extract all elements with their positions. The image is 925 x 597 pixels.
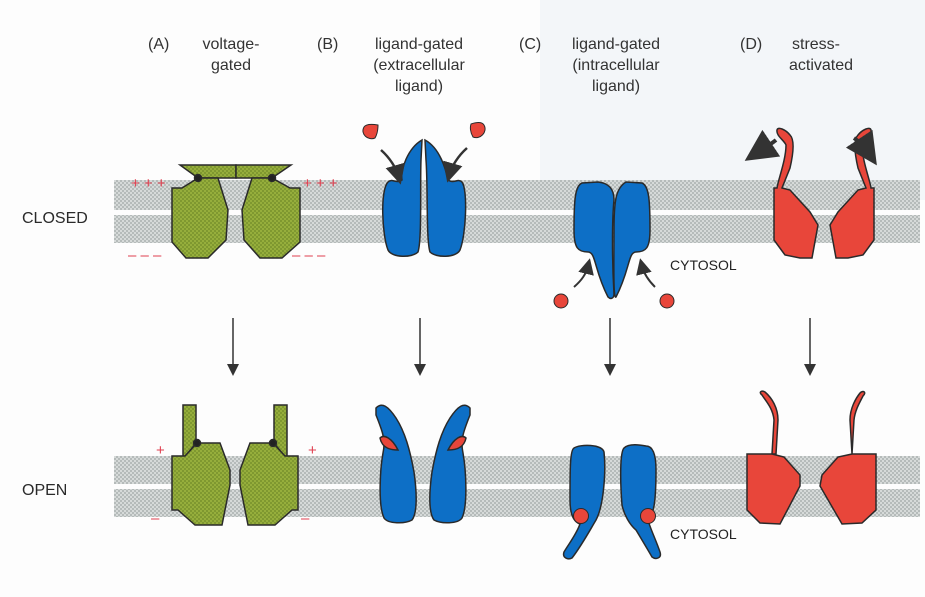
panel-d-line1: stress- (792, 36, 840, 53)
stress-activated-channel-open (746, 390, 877, 525)
panel-b-tag: (B) (317, 36, 339, 53)
binding-arrow-right (443, 147, 468, 183)
intracellular-ligand (553, 293, 675, 309)
binding-arrow-left-c (573, 258, 594, 288)
panel-a-line1: voltage- (202, 36, 260, 53)
panel-c-tag: (C) (519, 36, 542, 53)
panel-c-line1: ligand-gated (571, 36, 661, 53)
panel-d-line2: activated (788, 57, 854, 74)
charge-closed-bottom-right: – – – (292, 247, 326, 264)
panel-b-line2: (extracellular (373, 57, 465, 74)
cytosol-label-closed: CYTOSOL (670, 257, 737, 273)
panel-c-line3: ligand) (591, 78, 641, 95)
panel-a-line2: gated (210, 57, 252, 74)
cytosol-label-open: CYTOSOL (670, 526, 737, 542)
open-state-label: OPEN (22, 482, 68, 499)
binding-arrow-right-c (636, 258, 656, 288)
voltage-gated-channel-closed (171, 164, 301, 259)
panel-c-line2: (intracellular (572, 57, 660, 74)
charge-closed-top-left: + + + (131, 175, 166, 192)
binding-arrow-left (380, 149, 405, 185)
panel-a-tag: (A) (148, 36, 170, 53)
panel-d-tag: (D) (740, 36, 763, 53)
extracellular-ligand (362, 122, 486, 140)
ligand-gated-extracellular-channel-open (375, 404, 471, 524)
stress-arrow-left (744, 129, 781, 161)
voltage-gated-channel-open (171, 404, 299, 526)
panel-b-line3: ligand) (394, 78, 444, 95)
stress-arrow-right (845, 129, 877, 166)
ligand-gated-intracellular-channel-open (562, 443, 662, 560)
charge-open-bottom-left: – (151, 510, 160, 527)
charge-closed-top-right: + + + (303, 175, 338, 192)
charge-closed-bottom-left: – – – (128, 247, 162, 264)
charge-open-top-right: + (308, 442, 317, 459)
charge-open-bottom-right: – (301, 510, 310, 527)
charge-open-top-left: + (156, 442, 165, 459)
closed-state-label: CLOSED (22, 210, 88, 227)
panel-b-line1: ligand-gated (374, 36, 464, 53)
ligand-gated-intracellular-channel-closed (573, 181, 651, 300)
